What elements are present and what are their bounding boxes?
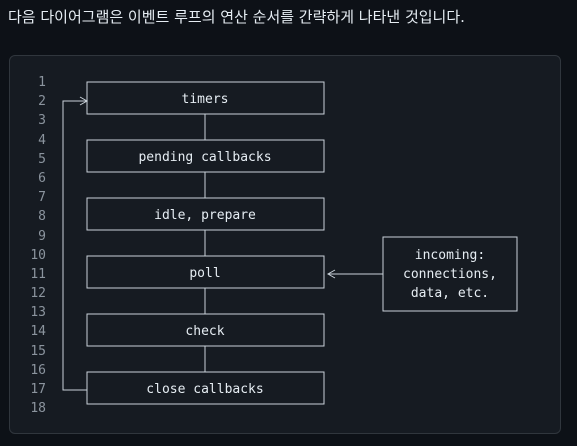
incoming-arrow-icon <box>326 269 336 279</box>
line-number: 9 <box>38 228 46 244</box>
line-number: 18 <box>30 401 46 417</box>
phase-box-check: check <box>86 313 325 347</box>
phase-box-close-callbacks: close callbacks <box>86 371 325 405</box>
event-loop-diagram: timers pending callbacks idle, prepare p… <box>62 81 518 405</box>
incoming-line-3: data, etc. <box>411 286 489 301</box>
phase-box-pending-callbacks: pending callbacks <box>86 139 325 173</box>
line-number: 7 <box>38 190 46 206</box>
line-number: 3 <box>38 113 46 129</box>
incoming-line-1: incoming: <box>415 248 485 263</box>
line-number: 17 <box>30 382 46 397</box>
line-number: 16 <box>30 362 46 378</box>
line-number: 10 <box>30 247 46 263</box>
line-number: 8 <box>38 209 46 225</box>
line-number: 12 <box>30 286 46 302</box>
line-number: 11 <box>30 266 46 282</box>
phase-box-idle-prepare: idle, prepare <box>86 197 325 231</box>
page-heading: 다음 다이어그램은 이벤트 루프의 연산 순서를 간략하게 나타낸 것입니다. <box>8 8 465 26</box>
line-number: 2 <box>38 94 46 110</box>
incoming-line-2: connections, <box>403 267 497 282</box>
incoming-box: incoming: connections, data, etc. <box>382 236 518 312</box>
phase-label-close-callbacks: close callbacks <box>146 382 263 397</box>
phase-label-idle-prepare: idle, prepare <box>154 208 256 223</box>
phase-label-timers: timers <box>182 92 229 107</box>
line-number: 1 <box>38 75 46 90</box>
phase-box-poll: poll <box>86 255 325 289</box>
phase-label-pending-callbacks: pending callbacks <box>138 150 271 165</box>
phase-label-poll: poll <box>189 266 220 281</box>
loop-back-line <box>62 100 87 391</box>
loop-back-arrow-icon <box>79 96 89 106</box>
line-number: 6 <box>38 170 46 186</box>
line-number: 14 <box>30 324 46 340</box>
line-number: 13 <box>30 305 46 321</box>
phase-label-check: check <box>185 324 224 339</box>
line-number: 4 <box>38 132 46 148</box>
line-number: 15 <box>30 343 46 359</box>
line-number: 5 <box>38 151 46 167</box>
phase-box-timers: timers <box>86 81 325 115</box>
